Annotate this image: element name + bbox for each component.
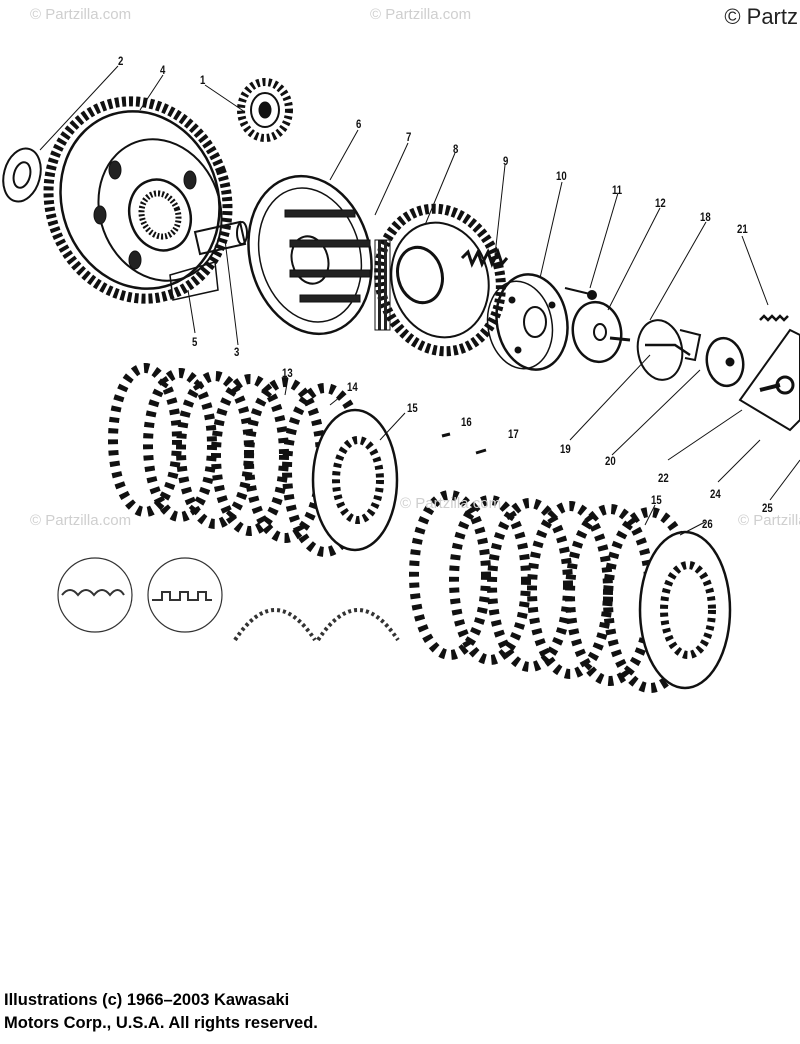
callout-8: 8: [453, 142, 459, 156]
callout-21: 21: [737, 222, 748, 236]
part-plate: [169, 261, 219, 301]
part-clutch-housing: [43, 96, 233, 304]
callout-19: 19: [560, 442, 571, 456]
callout-1: 1: [200, 73, 206, 87]
credits-line-1: Illustrations (c) 1966–2003 Kawasaki: [4, 991, 290, 1009]
clutch-plate-stack-right: [409, 490, 732, 693]
callout-18: 18: [700, 210, 711, 224]
callout-5: 5: [192, 335, 198, 349]
part-release-lever: [636, 319, 702, 381]
part-clutch-hub: [374, 203, 506, 357]
callout-9: 9: [503, 154, 509, 168]
watermark-tile: © Partzilla.com: [30, 512, 132, 529]
callout-12: 12: [655, 196, 666, 210]
callout-17: 17: [508, 427, 519, 441]
part-washer: [2, 147, 42, 203]
part-adjuster-washer: [705, 336, 745, 388]
callout-24: 24: [710, 487, 721, 501]
clutch-plate-stack-left: [108, 363, 399, 557]
callout-4: 4: [160, 63, 166, 77]
leader-lines: [39, 65, 800, 536]
part-pin: [193, 220, 248, 256]
callout-10: 10: [556, 169, 567, 183]
part-primary-gear: [237, 78, 293, 142]
callout-3: 3: [234, 345, 240, 359]
watermark-tile: © Partzilla.com: [400, 495, 502, 512]
callout-25: 25: [762, 501, 773, 515]
callout-20: 20: [605, 454, 616, 468]
callout-15b: 15: [651, 493, 662, 507]
callout-22: 22: [658, 471, 669, 485]
credits-line-2: Motors Corp., U.S.A. All rights reserved…: [4, 1014, 318, 1032]
part-bracket: [738, 328, 800, 432]
part-return-spring: [759, 314, 789, 322]
detail-insets: [57, 557, 400, 642]
callout-14: 14: [347, 380, 358, 394]
part-hub-plate: [247, 174, 373, 336]
callout-6: 6: [356, 117, 362, 131]
part-release-disc: [571, 300, 631, 364]
callout-7: 7: [406, 130, 412, 144]
part-key-pins: [441, 432, 487, 455]
watermark-corner: © Partz: [724, 4, 798, 29]
callout-15: 15: [407, 401, 418, 415]
copyright-credits: Illustrations (c) 1966–2003 Kawasaki Mot…: [4, 989, 318, 1035]
part-spring: [460, 248, 509, 268]
watermark-tile: © Partzilla.com: [30, 6, 132, 23]
part-pressure-plate: [486, 273, 569, 371]
watermark-tile: © Partzilla.com: [370, 6, 472, 23]
callout-16: 16: [461, 415, 472, 429]
callout-2: 2: [118, 54, 124, 68]
callout-13: 13: [282, 366, 293, 380]
callout-11: 11: [612, 183, 623, 197]
part-screw: [564, 287, 597, 300]
watermark-tile: © Partzilla.com: [738, 512, 800, 529]
callout-26: 26: [702, 517, 713, 531]
